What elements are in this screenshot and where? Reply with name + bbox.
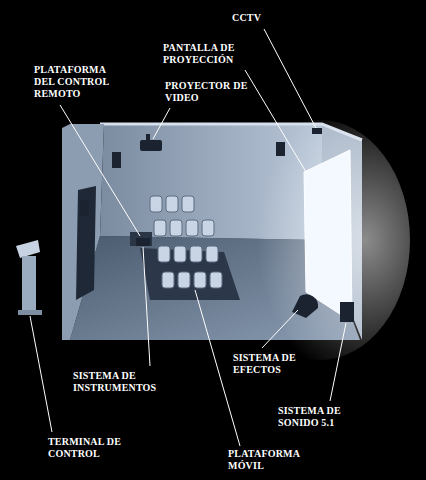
leader-line (60, 105, 140, 236)
control-terminal-base (18, 310, 42, 315)
callout-text: PLATAFORMA DEL CONTROL REMOTO (34, 64, 118, 100)
speaker (112, 152, 121, 168)
screen-glow (230, 120, 410, 360)
leader-line (262, 310, 298, 348)
callout-text: SISTEMA DE EFECTOS (233, 352, 321, 376)
cctv-camera (312, 128, 322, 134)
seats (150, 196, 222, 288)
callout-label: SISTEMA DE EFECTOS (233, 352, 321, 376)
effects-device (292, 294, 318, 318)
door (76, 186, 96, 300)
leader-line (143, 247, 150, 366)
callout-label: TERMINAL DE CONTROL (48, 436, 136, 460)
control-platform (130, 232, 152, 246)
leader-line (153, 108, 170, 139)
speaker (276, 142, 285, 156)
leader-line (245, 70, 306, 172)
callout-label: PLATAFORMA DEL CONTROL REMOTO (34, 64, 118, 100)
callout-label: CCTV (232, 12, 292, 24)
callout-text: PANTALLA DE PROYECCIÓN (163, 42, 258, 66)
control-terminal (16, 240, 40, 258)
leader-line (330, 323, 346, 401)
instrument-system (136, 238, 150, 246)
callout-text: SISTEMA DE SONIDO 5.1 (278, 405, 366, 429)
callout-label: SISTEMA DE INSTRUMENTOS (73, 370, 171, 394)
leader-lines (30, 29, 346, 446)
speaker (340, 302, 354, 322)
callout-text: SISTEMA DE INSTRUMENTOS (73, 370, 171, 394)
leader-line (30, 316, 52, 432)
callout-label: PANTALLA DE PROYECCIÓN (163, 42, 258, 66)
callout-text: PLATAFORMA MÓVIL (228, 448, 318, 472)
callout-text: CCTV (232, 12, 292, 24)
callout-text: PROYECTOR DE VIDEO (165, 80, 263, 104)
callout-text: TERMINAL DE CONTROL (48, 436, 136, 460)
callout-label: PLATAFORMA MÓVIL (228, 448, 318, 472)
projector-mount (146, 134, 150, 141)
video-projector (140, 140, 162, 151)
callout-label: SISTEMA DE SONIDO 5.1 (278, 405, 366, 429)
left-partition (62, 124, 104, 340)
control-terminal-stand (22, 256, 36, 312)
speaker (80, 200, 89, 216)
leader-line (264, 29, 316, 128)
callout-label: PROYECTOR DE VIDEO (165, 80, 263, 104)
